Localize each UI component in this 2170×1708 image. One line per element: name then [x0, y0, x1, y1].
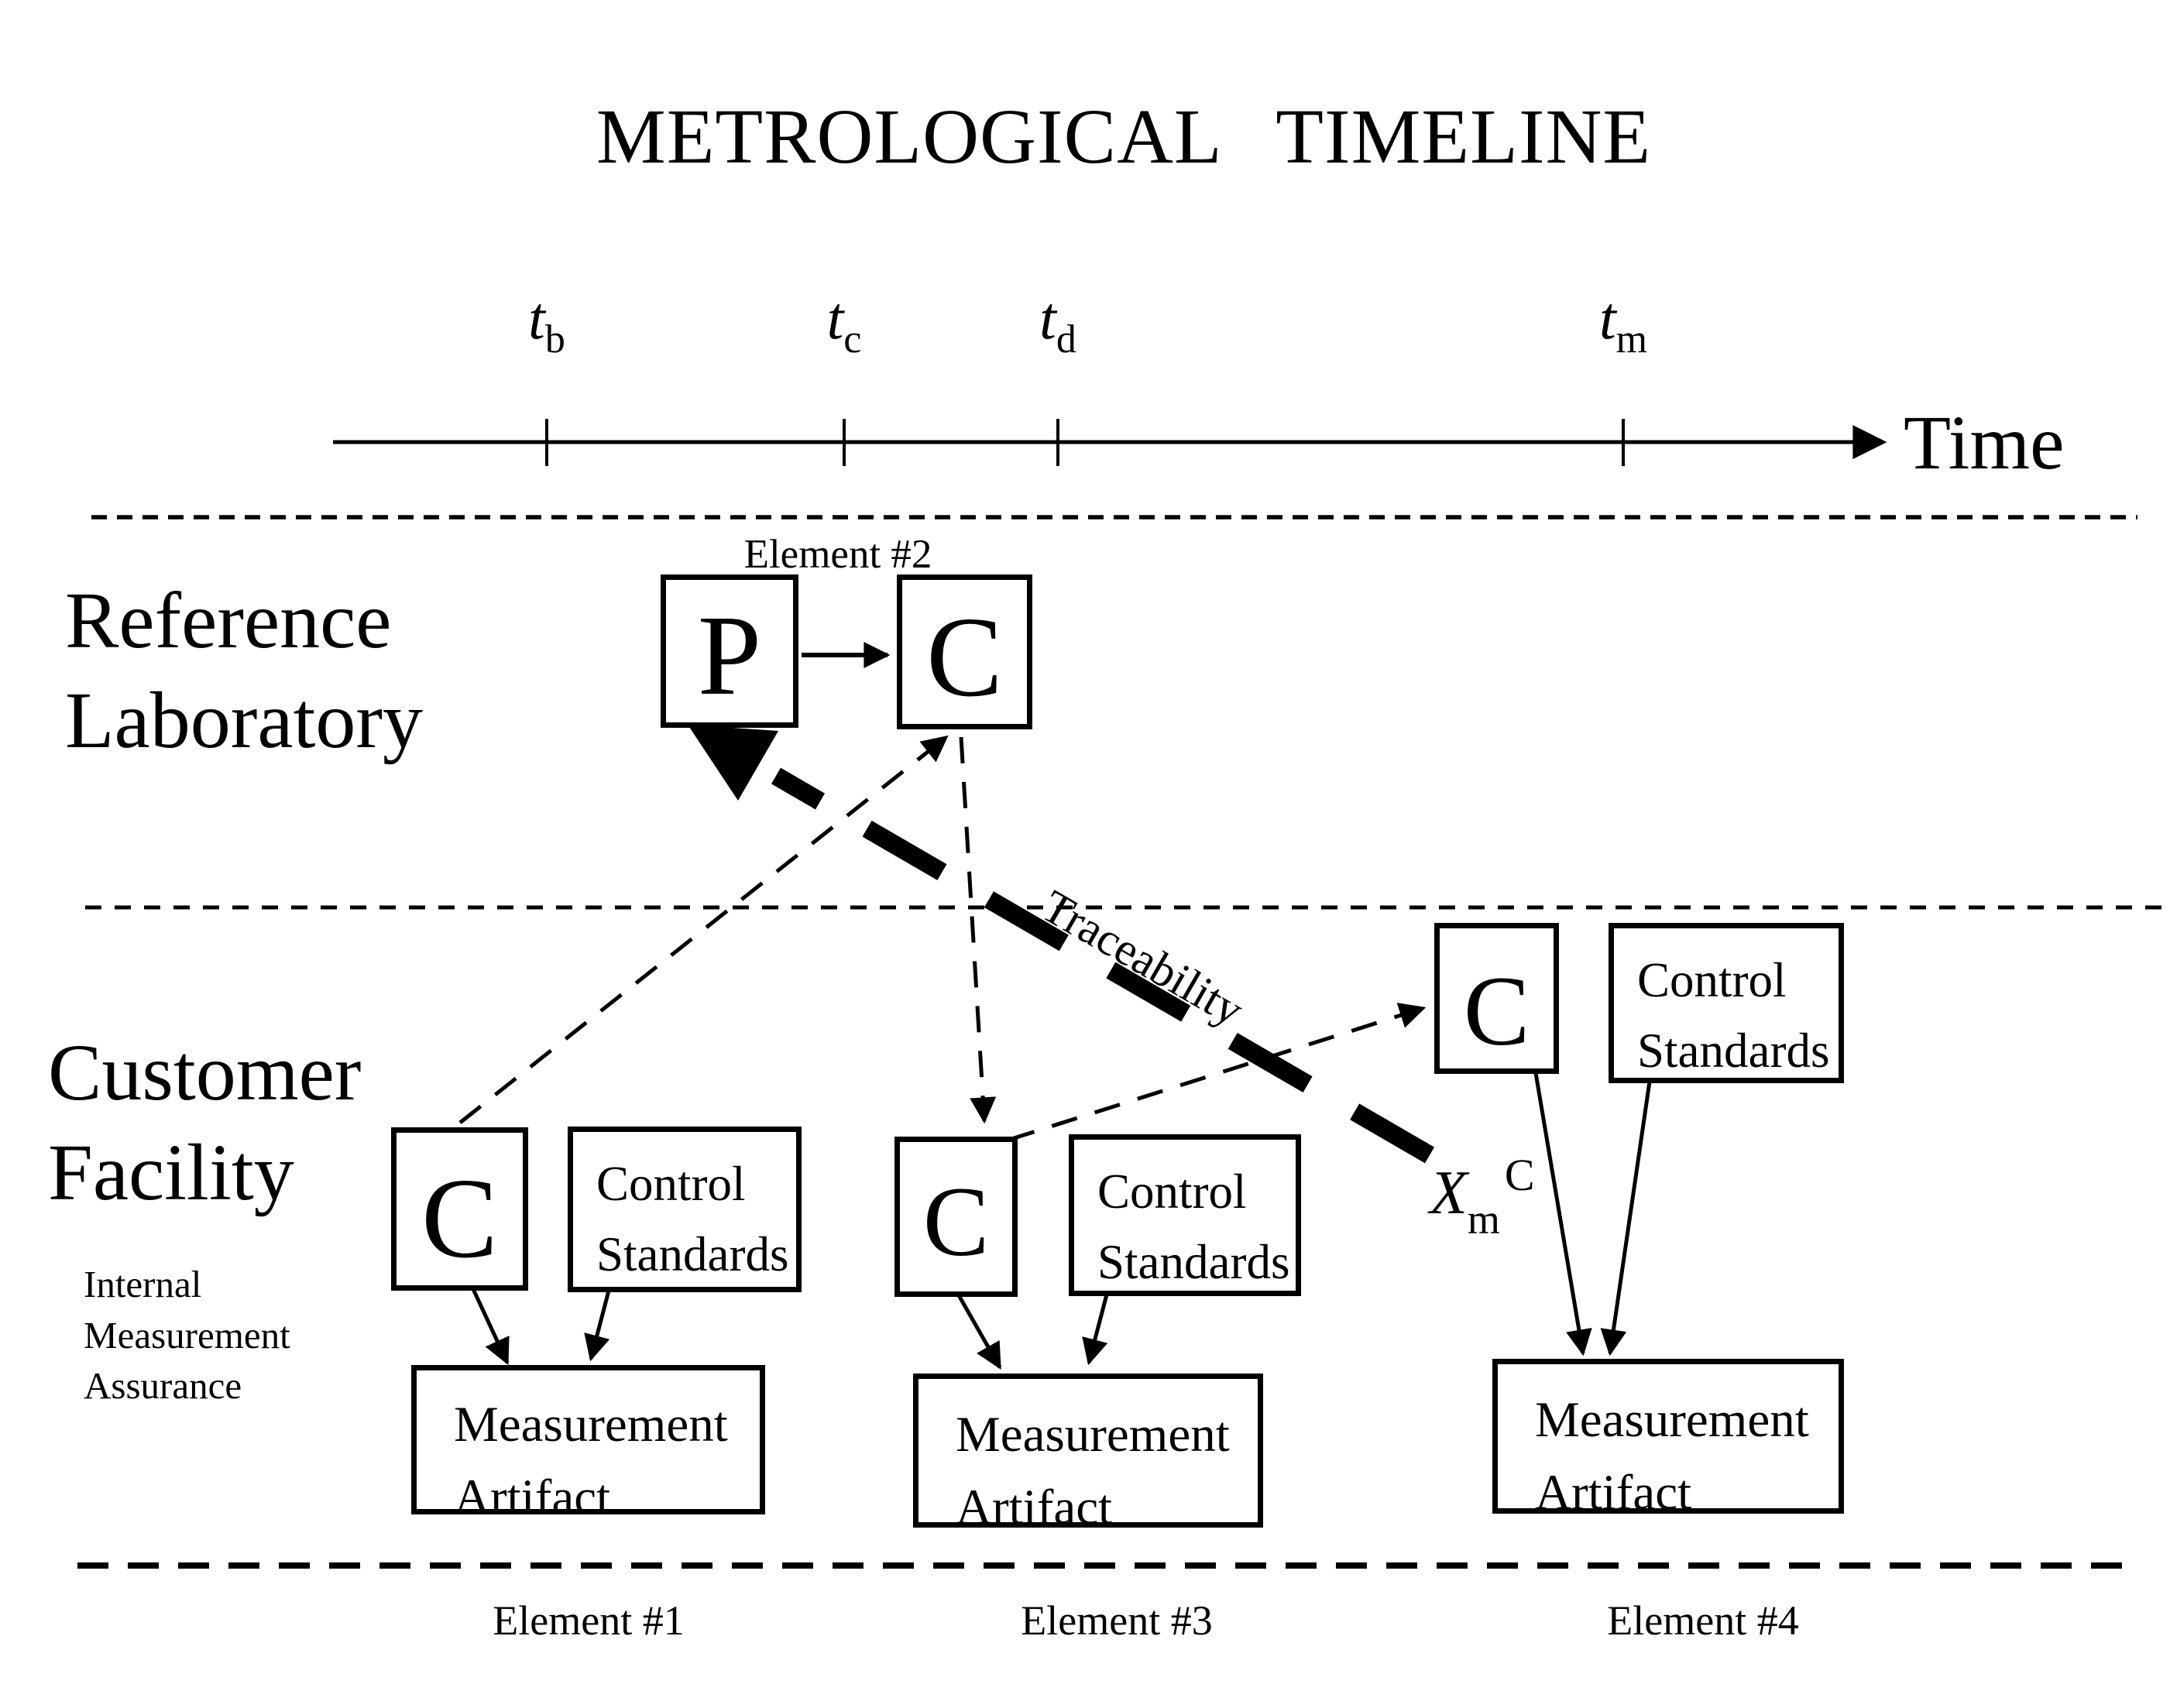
tick-label-tm: tm — [1598, 284, 1648, 362]
element2-label: Element #2 — [743, 532, 932, 577]
internal-measurement-assurance-note: Internal Measurement Assurance — [84, 1263, 290, 1408]
tick-label-td: td — [1039, 284, 1076, 362]
arrow-e4-c-to-artifact — [1533, 1072, 1592, 1356]
tick-label-tb: tb — [528, 284, 565, 362]
dashed-arrow-element1-to-refC — [458, 735, 949, 1124]
element4-c-letter: C — [1463, 956, 1530, 1066]
tick-label-tc: tc — [826, 284, 862, 362]
element3-caption: Element #3 — [1021, 1597, 1213, 1644]
page-title: METROLOGICAL TIMELINE — [596, 93, 1652, 180]
element3-measurement-artifact-box: Measurement Artifact — [913, 1374, 1263, 1535]
traceability-dashed-line — [771, 767, 1435, 1164]
time-axis-label: Time — [1904, 400, 2065, 485]
dashed-arrow-refC-to-element3 — [959, 736, 997, 1124]
arrow-e4-control-to-artifact — [1600, 1081, 1652, 1356]
element1-measurement-artifact-box: Measurement Artifact — [411, 1365, 765, 1525]
arrow-e3-c-to-artifact — [956, 1294, 1002, 1370]
element4-control-standards-box: Control Standards — [1609, 923, 1844, 1083]
element4-c-box: C — [1434, 923, 1559, 1074]
element3-control-standards-box: Control Standards — [1069, 1134, 1301, 1296]
lane-label-reference-laboratory: Reference Laboratory — [65, 576, 424, 765]
reference-p-box: P — [661, 574, 798, 728]
element1-c-letter: C — [421, 1155, 498, 1282]
element3-c-letter: C — [922, 1167, 990, 1277]
reference-p-letter: P — [697, 592, 762, 719]
lane-label-customer-facility: Customer Facility — [48, 1028, 362, 1217]
arrow-e3-control-to-artifact — [1082, 1294, 1109, 1366]
traceability-arrowhead — [688, 725, 778, 801]
reference-c-letter: C — [926, 594, 1003, 721]
element1-c-box: C — [391, 1127, 528, 1291]
element1-caption: Element #1 — [493, 1597, 685, 1644]
element4-caption: Element #4 — [1607, 1597, 1799, 1644]
element1-control-standards-box: Control Standards — [568, 1127, 802, 1292]
arrow-e1-control-to-artifact — [584, 1290, 611, 1362]
element3-c-box: C — [894, 1137, 1018, 1297]
dashed-arrow-element3-to-element4 — [1008, 1003, 1427, 1142]
xmc-label: XmC — [1430, 1150, 1535, 1243]
arrow-e1-c-to-artifact — [471, 1288, 510, 1366]
reference-c-box: C — [897, 574, 1032, 729]
element4-measurement-artifact-box: Measurement Artifact — [1492, 1359, 1844, 1521]
